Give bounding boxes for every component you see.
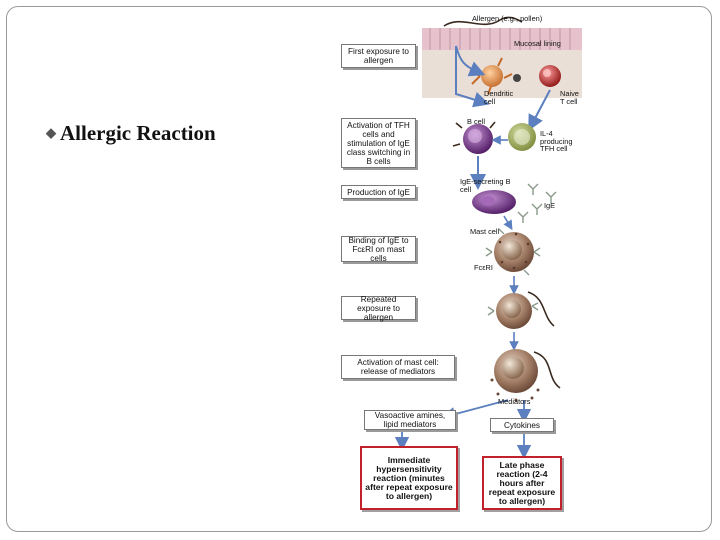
step-vasoactive: Vasoactive amines, lipid mediators	[364, 410, 456, 430]
step-activation-mast: Activation of mast cell: release of medi…	[341, 355, 455, 379]
step-late-phase-reaction: Late phase reaction (2-4 hours after rep…	[482, 456, 562, 510]
label-allergen: Allergen (e.g., pollen)	[472, 14, 543, 23]
slide-bullet: ◆ Allergic Reaction	[46, 121, 216, 146]
step-first-exposure: First exposure to allergen	[341, 44, 416, 68]
arrow-naive-to-tfh	[528, 89, 551, 132]
mast-cell-3	[490, 349, 561, 402]
step-activation-tfh: Activation of TFH cells and stimulation …	[341, 118, 416, 168]
step-binding-ige: Binding of IgE to FcεRI on mast cells	[341, 236, 416, 263]
label-naive-t-cell: Naive T cell	[560, 89, 579, 106]
bullet-marker-icon: ◆	[46, 125, 56, 140]
label-mucosal-lining: Mucosal lining	[514, 39, 561, 48]
b-cell	[452, 121, 496, 154]
ige-secreting-b-cell	[472, 190, 516, 214]
step-cytokines: Cytokines	[490, 418, 554, 432]
naive-t-cell	[539, 65, 561, 87]
label-b-cell: B cell	[467, 117, 486, 126]
label-dendritic-cell: Dendritic cell	[484, 89, 514, 106]
label-fcr: FcεRI	[474, 263, 493, 272]
arrow-allergen-to-bcell	[455, 46, 490, 108]
label-ige: IgE	[544, 201, 556, 210]
ige-molecules-icon	[517, 183, 557, 223]
label-mediators: Mediators	[498, 397, 531, 406]
label-il4-tfh: IL-4 producing TFH cell	[540, 129, 573, 154]
step-production-ige: Production of IgE	[341, 185, 416, 199]
tfh-cell	[508, 123, 536, 151]
slide-frame	[6, 6, 712, 532]
mucosal-lining	[422, 28, 582, 98]
antigen-complex-icon	[513, 74, 521, 82]
arrow-to-vasoactive	[441, 399, 509, 422]
mast-cell-1	[485, 228, 541, 276]
allergen-chain-top	[443, 16, 523, 27]
mast-cell-2	[487, 291, 555, 329]
bullet-text: Allergic Reaction	[60, 121, 216, 145]
label-ige-secreting-b: IgE-secreting B cell	[460, 177, 511, 194]
arrow-to-dendritic	[455, 45, 486, 77]
allergy-diagram: First exposure to allergen Activation of…	[332, 6, 590, 512]
label-mast-cell: Mast cell	[470, 227, 500, 236]
step-immediate-reaction: Immediate hypersensitivity reaction (min…	[360, 446, 458, 510]
diagram-artwork	[394, 16, 582, 460]
step-repeated-exposure: Repeated exposure to allergen	[341, 295, 416, 322]
